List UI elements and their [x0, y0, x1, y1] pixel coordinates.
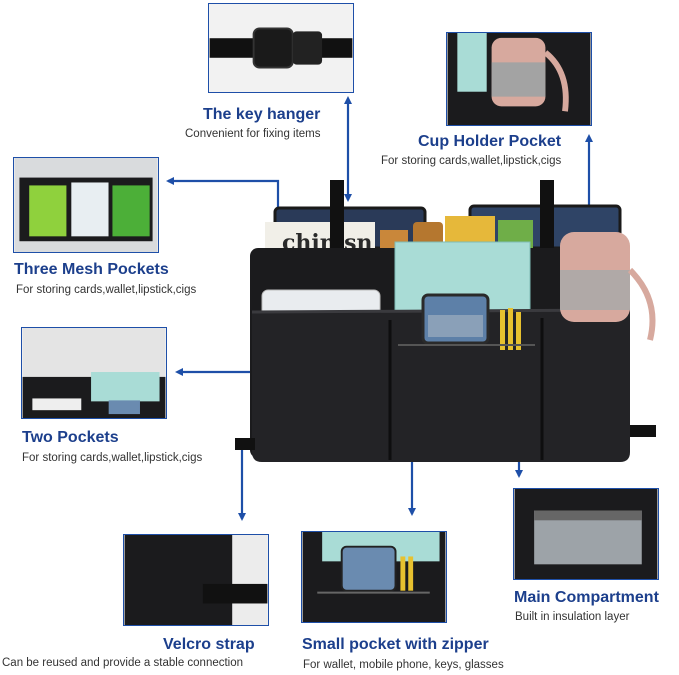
velcro-strap-photo [123, 534, 269, 626]
cup-holder-title: Cup Holder Pocket [418, 133, 562, 150]
cup-holder-desc: For storing cards,wallet,lipstick,cigs [381, 155, 562, 167]
main-compartment-title: Main Compartment [514, 589, 659, 606]
key-hanger-title: The key hanger [203, 106, 321, 123]
velcro-strap-desc: Can be reused and provide a stable conne… [2, 657, 244, 669]
zipper-pocket-photo [301, 531, 447, 623]
main-compartment-photo [513, 488, 659, 580]
two-pockets-title: Two Pockets [22, 429, 119, 446]
zipper-pocket-title: Small pocket with zipper [302, 636, 489, 653]
organizer-bag-photo: chinisn [230, 180, 660, 480]
mesh-pockets-title: Three Mesh Pockets [14, 261, 169, 278]
key-hanger-desc: Convenient for fixing items [185, 128, 321, 140]
mesh-pockets-desc: For storing cards,wallet,lipstick,cigs [16, 284, 197, 296]
main-compartment-desc: Built in insulation layer [515, 611, 630, 623]
velcro-strap-title: Velcro strap [163, 636, 255, 653]
two-pockets-photo [21, 327, 167, 419]
zipper-pocket-desc: For wallet, mobile phone, keys, glasses [303, 659, 504, 671]
cup-holder-photo [446, 32, 592, 126]
mesh-pockets-photo [13, 157, 159, 253]
two-pockets-desc: For storing cards,wallet,lipstick,cigs [22, 452, 203, 464]
key-hanger-photo [208, 3, 354, 93]
